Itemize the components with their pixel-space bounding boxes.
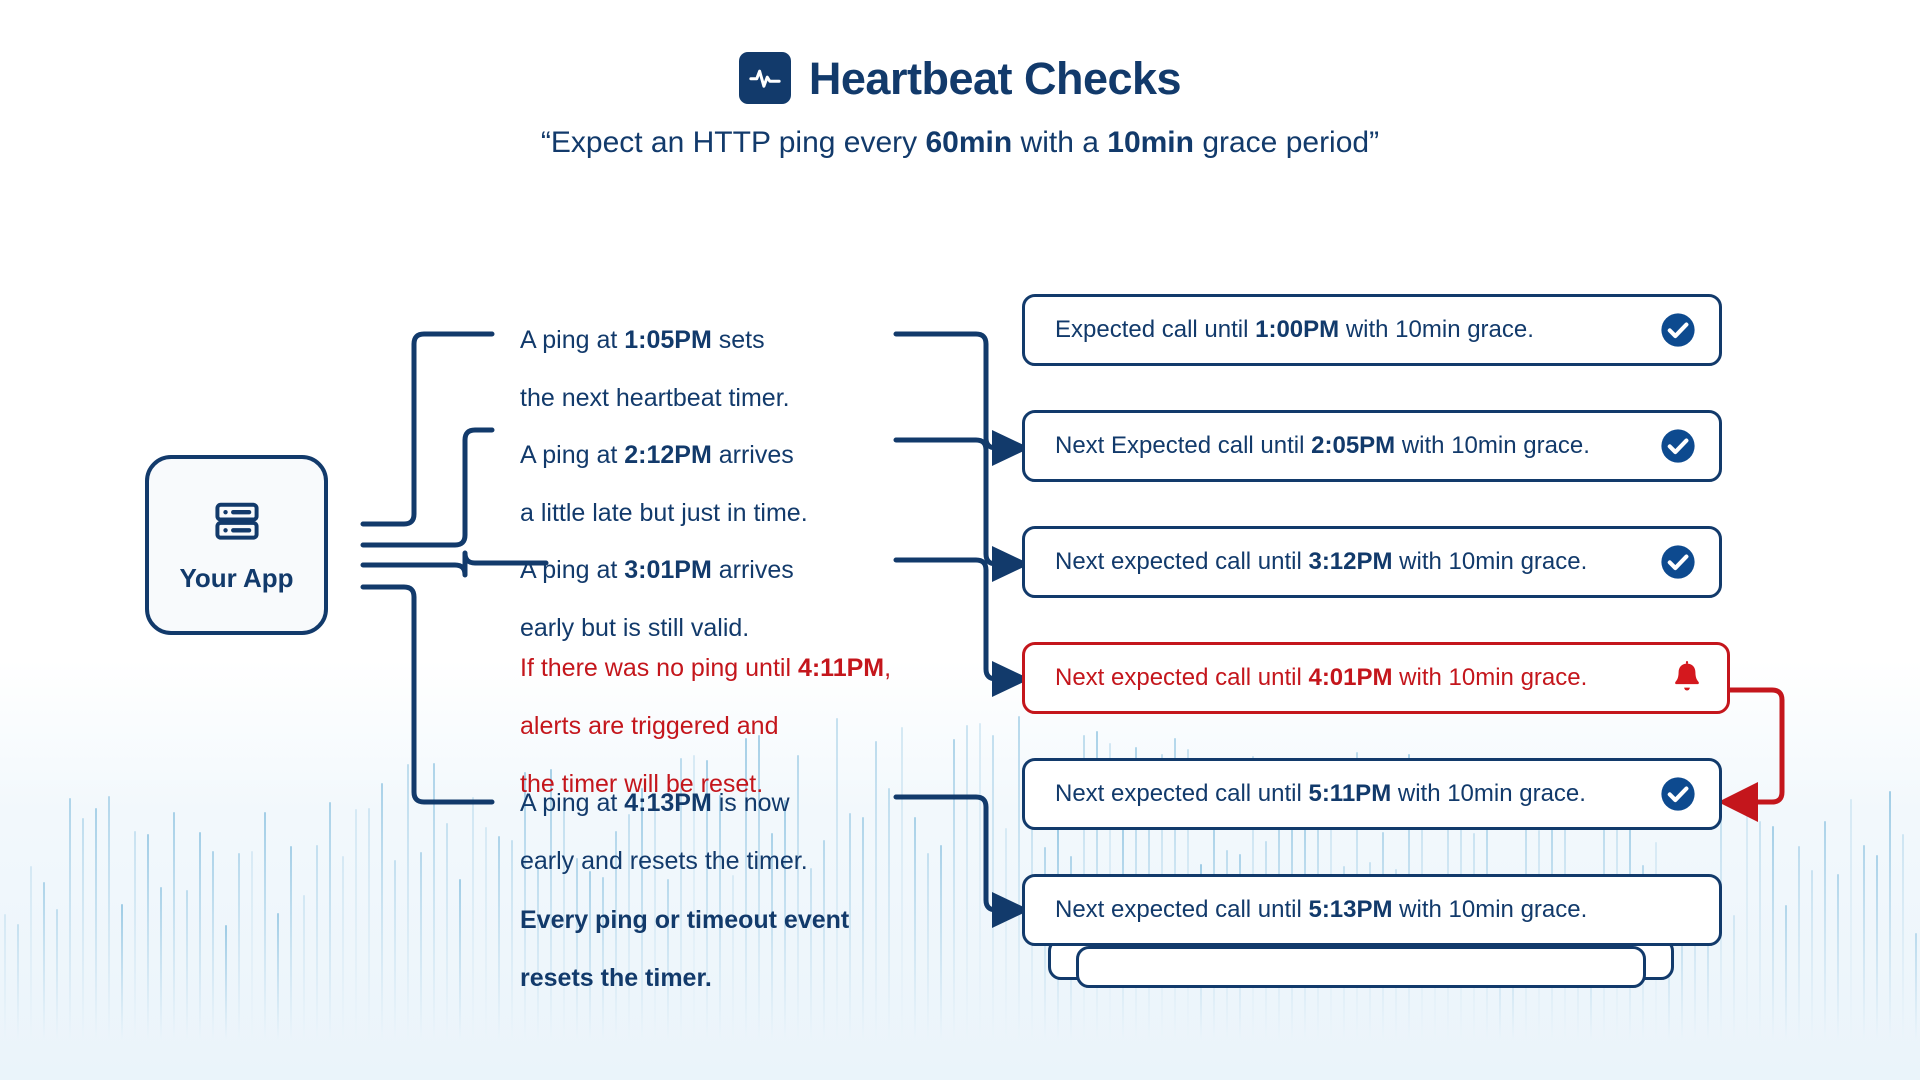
check-circle-icon — [1659, 775, 1697, 813]
arrowhead-card2 — [992, 430, 1030, 466]
arrowhead-card3 — [992, 546, 1030, 582]
wire-step2-to-card3 — [893, 437, 999, 567]
step-5-post: is now — [711, 789, 790, 817]
card-2-text: Next Expected call until 2:05PM with 10m… — [1055, 432, 1659, 460]
check-circle-icon — [1659, 427, 1697, 465]
step-6-line-1: Every ping or timeout event — [520, 906, 850, 934]
card-alert-4[interactable]: Next expected call until 4:01PM with 10m… — [1022, 642, 1730, 714]
step-1-line-2: the next heartbeat timer. — [520, 384, 790, 412]
step-4-post: , — [884, 654, 892, 682]
card-2-time: 2:05PM — [1311, 432, 1396, 459]
card-2-prefix: Next Expected call until — [1055, 432, 1312, 459]
card-expected-1[interactable]: Expected call until 1:00PM with 10min gr… — [1022, 294, 1722, 366]
wire-app-to-step2 — [360, 427, 495, 548]
wire-alert-reset-loop — [1727, 687, 1785, 805]
step-4-line-2: alerts are triggered and — [520, 712, 779, 740]
step-1-time: 1:05PM — [624, 326, 712, 354]
step-4-line-1: If there was no ping until 4:11PM, — [520, 654, 891, 683]
step-3-pre: A ping at — [520, 556, 625, 584]
heartbeat-pulse-icon — [738, 52, 791, 104]
wire-step1-to-card2 — [893, 331, 999, 451]
arrowhead-card4 — [992, 661, 1030, 697]
bell-alert-icon — [1669, 660, 1705, 696]
app-node-label: Your App — [179, 563, 294, 593]
card-4-text: Next expected call until 4:01PM with 10m… — [1055, 664, 1669, 692]
page-subtitle: “Expect an HTTP ping every 60min with a … — [0, 126, 1920, 160]
step-4-line-3: the timer will be reset. — [520, 770, 764, 798]
wire-app-to-step1 — [360, 331, 495, 527]
step-3-post: arrives — [711, 556, 794, 584]
card-3-prefix: Next expected call until — [1055, 548, 1309, 575]
step-5-line-2: early and resets the timer. — [520, 847, 808, 875]
step-6-line-2: resets the timer. — [520, 964, 712, 992]
card-6-suffix: with 10min grace. — [1392, 896, 1588, 923]
card-6-prefix: Next expected call until — [1055, 896, 1309, 923]
wire-app-to-step3 — [360, 550, 549, 578]
card-3-suffix: with 10min grace. — [1392, 548, 1588, 575]
card-6-time: 5:13PM — [1308, 896, 1393, 923]
card-4-time: 4:01PM — [1308, 664, 1393, 691]
step-1-line-1: A ping at 1:05PM sets — [520, 326, 790, 355]
step-text-6: Every ping or timeout event resets the t… — [520, 877, 849, 1022]
card-1-text: Expected call until 1:00PM with 10min gr… — [1055, 316, 1659, 344]
card-4-prefix: Next expected call until — [1055, 664, 1309, 691]
step-text-2: A ping at 2:12PM arrives a little late b… — [520, 412, 808, 557]
card-1-time: 1:00PM — [1255, 316, 1340, 343]
card-expected-6[interactable]: Next expected call until 5:13PM with 10m… — [1022, 874, 1722, 946]
card-5-suffix: with 10min grace. — [1391, 780, 1586, 807]
wire-step5-to-card6 — [893, 794, 999, 913]
step-2-time: 2:12PM — [624, 441, 712, 469]
step-1-pre: A ping at — [520, 326, 625, 354]
card-4-suffix: with 10min grace. — [1392, 664, 1588, 691]
card-expected-3[interactable]: Next expected call until 3:12PM with 10m… — [1022, 526, 1722, 598]
wire-app-to-step5 — [360, 584, 495, 805]
step-text-4: If there was no ping until 4:11PM, alert… — [520, 625, 891, 828]
card-3-text: Next expected call until 3:12PM with 10m… — [1055, 548, 1659, 576]
step-text-1: A ping at 1:05PM sets the next heartbeat… — [520, 297, 790, 442]
ghost-card-3 — [1076, 946, 1646, 988]
wire-step3-to-card4 — [893, 557, 999, 682]
wire-arrowheads — [992, 430, 1030, 928]
step-2-post: arrives — [711, 441, 794, 469]
card-2-suffix: with 10min grace. — [1395, 432, 1590, 459]
step-3-line-1: A ping at 3:01PM arrives — [520, 556, 794, 585]
arrowhead-alert-reset — [1718, 782, 1758, 822]
card-5-time: 5:11PM — [1308, 780, 1392, 807]
card-expected-5[interactable]: Next expected call until 5:11PM with 10m… — [1022, 758, 1722, 830]
step-text-5: A ping at 4:13PM is now early and resets… — [520, 760, 808, 905]
step-2-line-1: A ping at 2:12PM arrives — [520, 441, 808, 470]
step-3-time: 3:01PM — [624, 556, 712, 584]
card-5-prefix: Next expected call until — [1055, 780, 1309, 807]
title-row: Heartbeat Checks — [0, 52, 1920, 104]
subtitle-period-value: 60min — [925, 126, 1013, 159]
step-1-post: sets — [711, 326, 765, 354]
page-header: Heartbeat Checks “Expect an HTTP ping ev… — [0, 0, 1920, 160]
page-title: Heartbeat Checks — [808, 52, 1182, 104]
card-5-text: Next expected call until 5:11PM with 10m… — [1055, 780, 1659, 808]
card-3-time: 3:12PM — [1308, 548, 1393, 575]
check-circle-icon — [1659, 543, 1697, 581]
step-2-pre: A ping at — [520, 441, 625, 469]
step-5-pre: A ping at — [520, 789, 625, 817]
card-1-prefix: Expected call until — [1055, 316, 1256, 343]
step-5-line-1: A ping at 4:13PM is now — [520, 789, 808, 818]
step-4-time: 4:11PM — [797, 654, 885, 682]
arrowhead-card6 — [992, 892, 1030, 928]
subtitle-prefix: “Expect an HTTP ping every — [540, 126, 926, 159]
card-1-suffix: with 10min grace. — [1339, 316, 1534, 343]
card-6-text: Next expected call until 5:13PM with 10m… — [1055, 896, 1697, 924]
step-3-line-2: early but is still valid. — [520, 614, 750, 642]
subtitle-suffix: grace period” — [1193, 126, 1380, 159]
subtitle-mid: with a — [1012, 126, 1108, 159]
step-4-pre: If there was no ping until — [520, 654, 798, 682]
step-text-3: A ping at 3:01PM arrives early but is st… — [520, 527, 794, 672]
app-node[interactable]: Your App — [145, 455, 328, 635]
check-circle-icon — [1659, 311, 1697, 349]
step-2-line-2: a little late but just in time. — [520, 499, 808, 527]
card-expected-2[interactable]: Next Expected call until 2:05PM with 10m… — [1022, 410, 1722, 482]
subtitle-grace-value: 10min — [1107, 126, 1194, 159]
server-rack-icon — [212, 496, 262, 551]
step-5-time: 4:13PM — [624, 789, 712, 817]
